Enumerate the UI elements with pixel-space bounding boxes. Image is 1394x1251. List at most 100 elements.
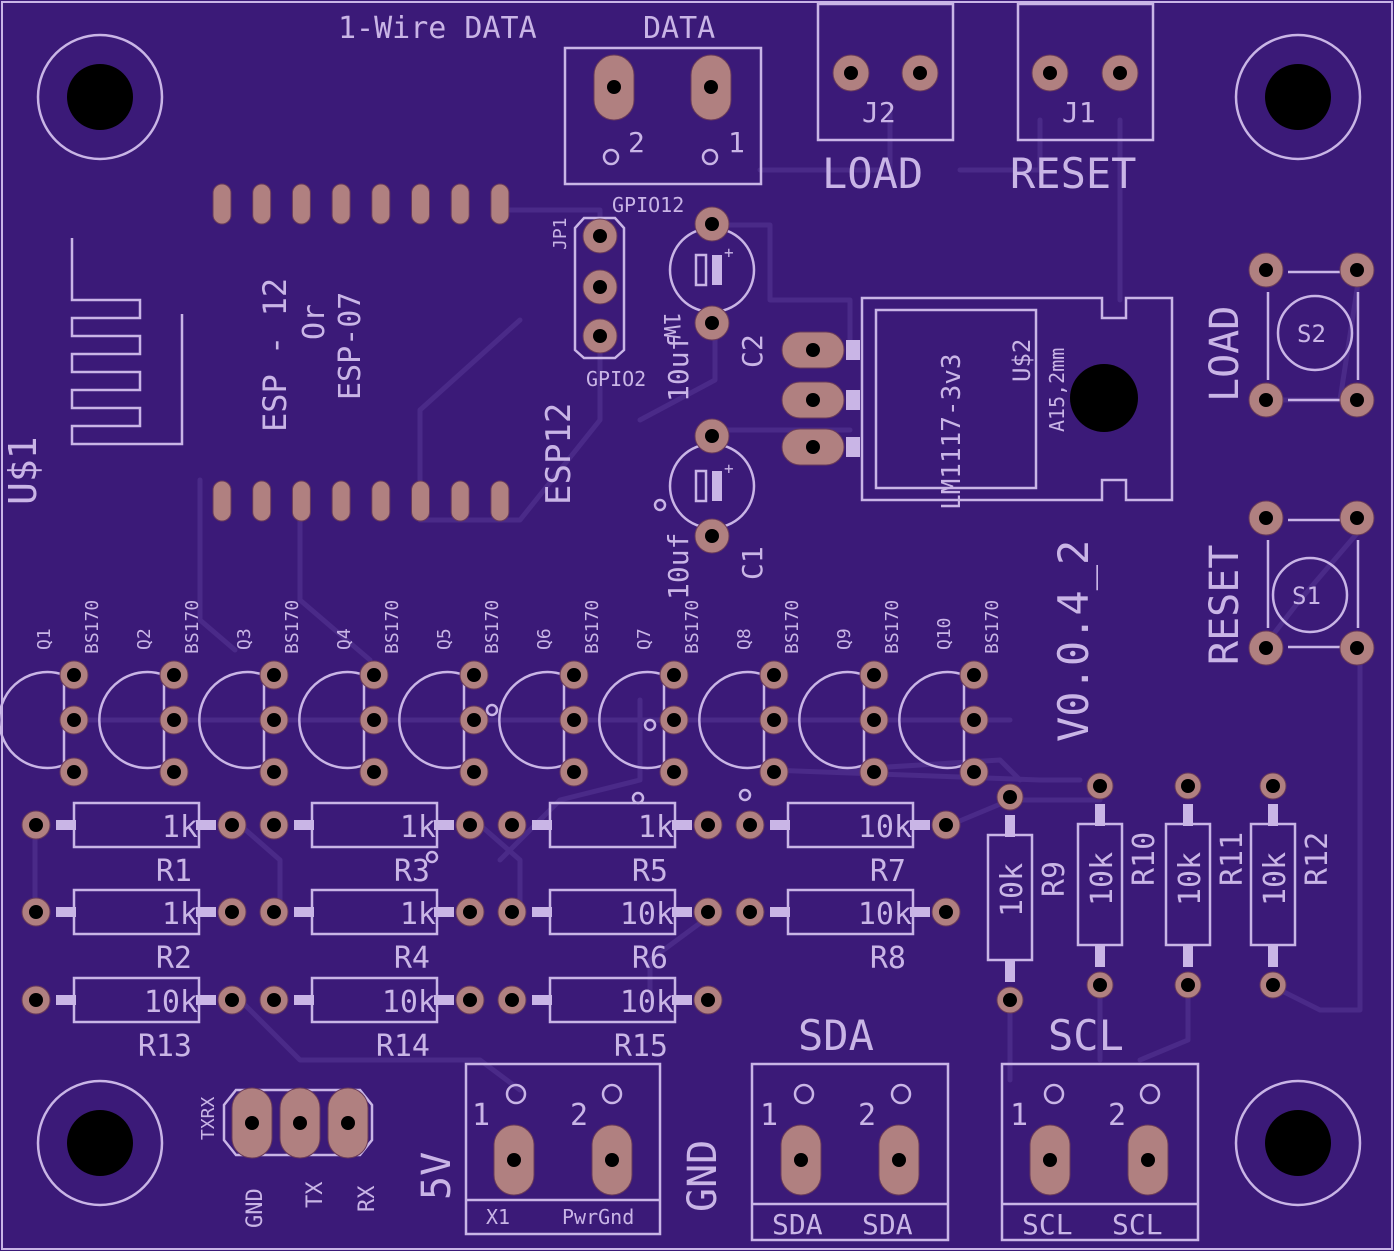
j1-connector: J1 RESET xyxy=(1010,2,1155,198)
sda-outline xyxy=(750,1062,950,1242)
transistor-ref: Q4 xyxy=(334,628,355,650)
transistor-ref: Q5 xyxy=(434,628,455,650)
onewire-pin2-num: 2 xyxy=(628,126,645,159)
s1-actuator xyxy=(1271,556,1349,634)
onewire-pin1-marker xyxy=(701,148,719,166)
esp-antenna-icon xyxy=(70,238,184,446)
resistor-pad-1-drill xyxy=(1266,779,1280,793)
esp-line3: ESP-07 xyxy=(333,292,368,400)
jp1-top-label: GPIO12 xyxy=(612,193,684,217)
transistor-pad-1-drill xyxy=(267,668,281,682)
power-pad1-label: X1 xyxy=(486,1205,510,1229)
mount-hole-ring-br xyxy=(1234,1079,1362,1207)
resistor-ref: R15 xyxy=(614,1029,668,1064)
esp-pad-bottom xyxy=(212,480,232,522)
scl-pad2-label: SCL xyxy=(1112,1208,1163,1241)
scl-pin2: 2 xyxy=(1108,1098,1126,1133)
serial-outline xyxy=(222,1088,374,1157)
resistor-ref: R11 xyxy=(1215,832,1250,886)
scl-pad1-label: SCL xyxy=(1022,1208,1073,1241)
resistor-body xyxy=(548,976,677,1024)
resistor-body xyxy=(72,888,201,936)
esp-pad-top xyxy=(490,183,510,225)
esp-pad-bottom xyxy=(291,480,311,522)
resistor-lead-left xyxy=(294,995,314,1005)
j1-label: RESET xyxy=(1010,149,1136,198)
resistor-pad-1-drill xyxy=(1093,779,1107,793)
sda-connector: SDA 1 2 SDA SDA xyxy=(750,1011,950,1242)
resistor-body xyxy=(548,888,677,936)
u2-lead-1 xyxy=(846,340,860,360)
s2-ref: S2 xyxy=(1297,320,1326,348)
esp-pad-bottom xyxy=(450,480,470,522)
resistor-pad-1-drill xyxy=(29,818,43,832)
sda-pin1-marker xyxy=(793,1083,815,1105)
resistor-lead-left xyxy=(532,907,552,917)
transistor-outline xyxy=(798,670,865,770)
mount-hole-tl xyxy=(67,64,133,130)
serial-drill-gnd xyxy=(245,1116,259,1130)
u2-ref: U$2 xyxy=(1008,339,1036,382)
transistor-outline xyxy=(198,670,265,770)
transistor-ref: Q1 xyxy=(34,628,55,650)
power-outline xyxy=(464,1062,662,1236)
u2-drill-1 xyxy=(806,343,820,357)
scl-outline xyxy=(1000,1062,1200,1242)
esp-module: U$1 ESP - 12 Or ESP-07 ESP12 xyxy=(1,183,579,522)
resistor-lead-right xyxy=(910,820,930,830)
c2-value: 10uf xyxy=(662,335,695,402)
resistor-pad-1-drill xyxy=(505,905,519,919)
resistor-body xyxy=(310,801,439,849)
transistor-value: BS170 xyxy=(282,600,303,654)
resistor-ref: R12 xyxy=(1300,832,1335,886)
resistor-body xyxy=(310,888,439,936)
resistor-lead-bottom xyxy=(1183,945,1193,967)
jp1-outline xyxy=(573,216,626,360)
onewire-pin1-num: 1 xyxy=(728,126,745,159)
esp-pad-top xyxy=(252,183,272,225)
s2-label: LOAD xyxy=(1202,306,1248,402)
mount-hole-ring-tl xyxy=(36,33,164,161)
transistor-pad-1-drill xyxy=(67,668,81,682)
c1-ref: C1 xyxy=(736,546,769,580)
serial-header: TXRX GND TX RX xyxy=(198,1087,380,1228)
resistor-body xyxy=(786,801,915,849)
resistor-ref: R5 xyxy=(632,854,668,889)
esp-pad-top xyxy=(450,183,470,225)
sda-pin2: 2 xyxy=(858,1098,876,1133)
resistor-pad-2-drill xyxy=(463,905,477,919)
j2-drill-2 xyxy=(913,66,927,80)
jp1-bottom-label: GPIO2 xyxy=(586,367,646,391)
onewire-drill-1 xyxy=(704,80,718,94)
esp-name: ESP12 xyxy=(539,403,579,505)
transistor-pad-1-drill xyxy=(867,668,881,682)
c1-plate-a xyxy=(694,469,708,503)
transistor-pad-3-drill xyxy=(167,765,181,779)
c1-plate-b xyxy=(712,471,722,501)
s2-drill-1 xyxy=(1259,263,1273,277)
resistor-pad-2-drill xyxy=(225,905,239,919)
transistor-pad-2-drill xyxy=(67,713,81,727)
transistor-outline xyxy=(698,670,765,770)
resistor-body xyxy=(310,976,439,1024)
esp-pads-bottom xyxy=(212,480,510,522)
c2-drill-2 xyxy=(705,316,719,330)
resistor-pad-2-drill xyxy=(701,993,715,1007)
scl-pin1-marker xyxy=(1043,1083,1065,1105)
c1-plus: + xyxy=(724,459,734,478)
serial-tx-label: TX xyxy=(303,1181,328,1208)
serial-ref: TXRX xyxy=(198,1096,219,1140)
jp1-ref: JP1 xyxy=(550,217,571,250)
transistor-pad-2-drill xyxy=(667,713,681,727)
transistor-outline xyxy=(98,670,165,770)
resistor-value: 10k xyxy=(1085,852,1120,906)
